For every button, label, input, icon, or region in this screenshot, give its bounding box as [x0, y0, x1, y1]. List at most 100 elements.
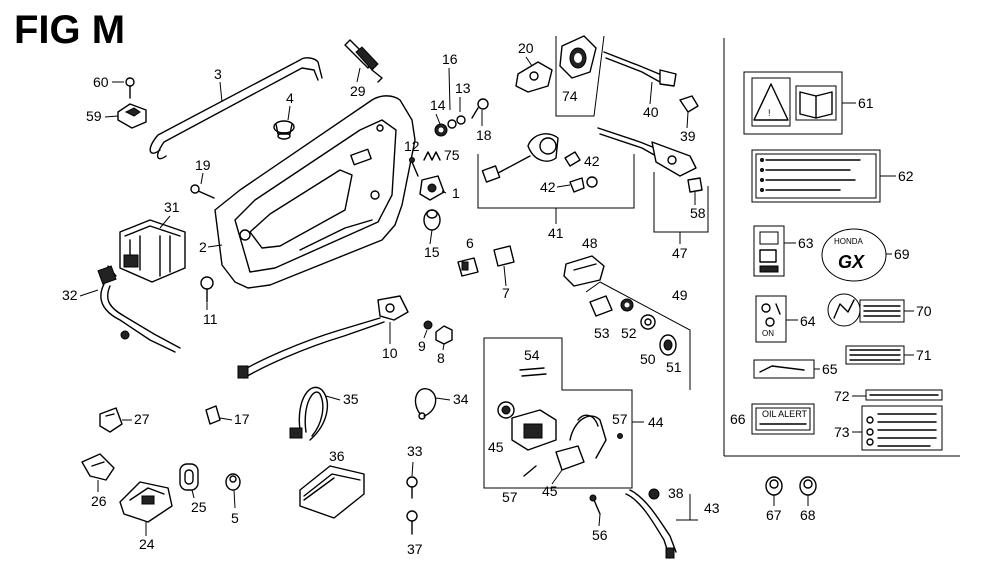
svg-text:!: !	[768, 108, 771, 118]
callout-42-bottom: 42	[540, 179, 556, 195]
callout-67: 67	[766, 507, 782, 523]
decal-honda-text: HONDA	[834, 237, 864, 246]
part-25-grommet	[179, 463, 199, 491]
callout-24: 24	[139, 536, 155, 552]
assembly-74-bracket	[555, 35, 605, 117]
callout-65: 65	[822, 361, 838, 377]
part-59-clamp	[117, 103, 147, 129]
callout-51: 51	[666, 359, 682, 375]
callout-31: 31	[164, 199, 180, 215]
part-2-control-panel	[214, 95, 416, 289]
part-7-cover	[493, 245, 515, 267]
callout-11: 11	[203, 311, 218, 327]
part-32-wire-harness	[97, 265, 181, 353]
callout-40: 40	[643, 104, 659, 120]
part-67-cap	[765, 476, 783, 496]
callout-9: 9	[418, 338, 426, 354]
part-11-bolt	[200, 276, 214, 303]
assembly-44-bracket	[483, 337, 633, 489]
part-68-cap	[799, 476, 817, 496]
part-50-washer	[640, 314, 656, 330]
part-20-gasket	[515, 61, 553, 93]
callout-26: 26	[91, 493, 107, 509]
callout-1: 1	[452, 185, 460, 201]
part-27-bracket	[99, 407, 123, 433]
callout-70: 70	[916, 303, 932, 319]
part-31-ignition-unit	[119, 219, 186, 283]
callout-27: 27	[134, 411, 150, 427]
part-54-plate	[519, 367, 547, 377]
part-45-outlet	[497, 401, 557, 451]
decal-69-honda-logo: HONDA GX	[821, 228, 887, 282]
part-47-control-lever	[597, 127, 697, 177]
callout-53: 53	[594, 325, 610, 341]
callout-56: 56	[592, 527, 608, 543]
part-14-16-13-grommets	[434, 115, 466, 137]
part-40-linkage	[603, 51, 677, 87]
part-6-switch	[457, 257, 479, 277]
callout-4: 4	[286, 90, 294, 106]
callout-34: 34	[453, 391, 469, 407]
callout-16: 16	[442, 51, 458, 67]
callout-25: 25	[191, 499, 207, 515]
part-57-screws	[523, 433, 623, 477]
part-29-spark-plug	[344, 39, 383, 83]
callout-47: 47	[672, 245, 688, 261]
callout-62: 62	[898, 168, 914, 184]
callout-57-right: 57	[612, 411, 628, 427]
assembly-43-bracket	[676, 494, 698, 521]
part-26-cover	[81, 453, 115, 481]
callout-50: 50	[640, 351, 656, 367]
callout-43: 43	[704, 500, 720, 516]
decal-63-label	[753, 225, 785, 277]
callout-33: 33	[407, 443, 423, 459]
assembly-47-bracket	[653, 172, 709, 233]
part-53-receptacle	[589, 295, 613, 317]
callout-10: 10	[382, 345, 398, 361]
callout-73: 73	[834, 424, 850, 440]
callout-3: 3	[214, 66, 222, 82]
callout-36: 36	[329, 448, 345, 464]
decal-73-label	[861, 405, 943, 451]
callout-35: 35	[343, 391, 359, 407]
callout-37: 37	[407, 541, 423, 557]
decal-72-strip	[865, 389, 943, 401]
part-18-bolt	[471, 98, 489, 119]
callout-2: 2	[199, 239, 207, 255]
part-8-nut	[435, 325, 453, 345]
callout-39: 39	[680, 128, 696, 144]
decal-71-label	[845, 345, 905, 365]
callout-18: 18	[476, 127, 492, 143]
part-17-clip	[205, 405, 221, 425]
part-39-cap	[679, 95, 699, 113]
part-1-switch	[419, 175, 445, 201]
part-24-cover	[119, 481, 173, 523]
callout-12: 12	[404, 138, 420, 154]
part-56-screw	[589, 494, 601, 515]
part-9-washer	[423, 320, 433, 330]
part-60-screw	[125, 77, 135, 99]
callout-71: 71	[916, 347, 932, 363]
part-75-spring	[423, 151, 441, 161]
callout-14: 14	[430, 97, 446, 113]
callout-32: 32	[62, 287, 78, 303]
callout-20: 20	[518, 40, 534, 56]
callout-6: 6	[466, 235, 474, 251]
decal-61-warning: !	[743, 71, 843, 135]
part-15-knob	[423, 209, 441, 231]
decal-gx-text: GX	[838, 252, 865, 272]
decal-70-label	[827, 293, 905, 327]
part-45-inverter	[555, 414, 607, 471]
callout-58: 58	[690, 205, 706, 221]
assembly-49-bracket	[585, 281, 691, 390]
callout-69: 69	[894, 246, 910, 262]
callout-38: 38	[668, 485, 684, 501]
part-33-bolt	[406, 476, 418, 499]
part-5-cap	[225, 473, 241, 491]
callout-57-left: 57	[502, 489, 518, 505]
callout-54: 54	[524, 347, 540, 363]
callout-29: 29	[350, 83, 366, 99]
callout-44: 44	[648, 414, 664, 430]
callout-13: 13	[455, 80, 471, 96]
callout-42-top: 42	[584, 153, 600, 169]
